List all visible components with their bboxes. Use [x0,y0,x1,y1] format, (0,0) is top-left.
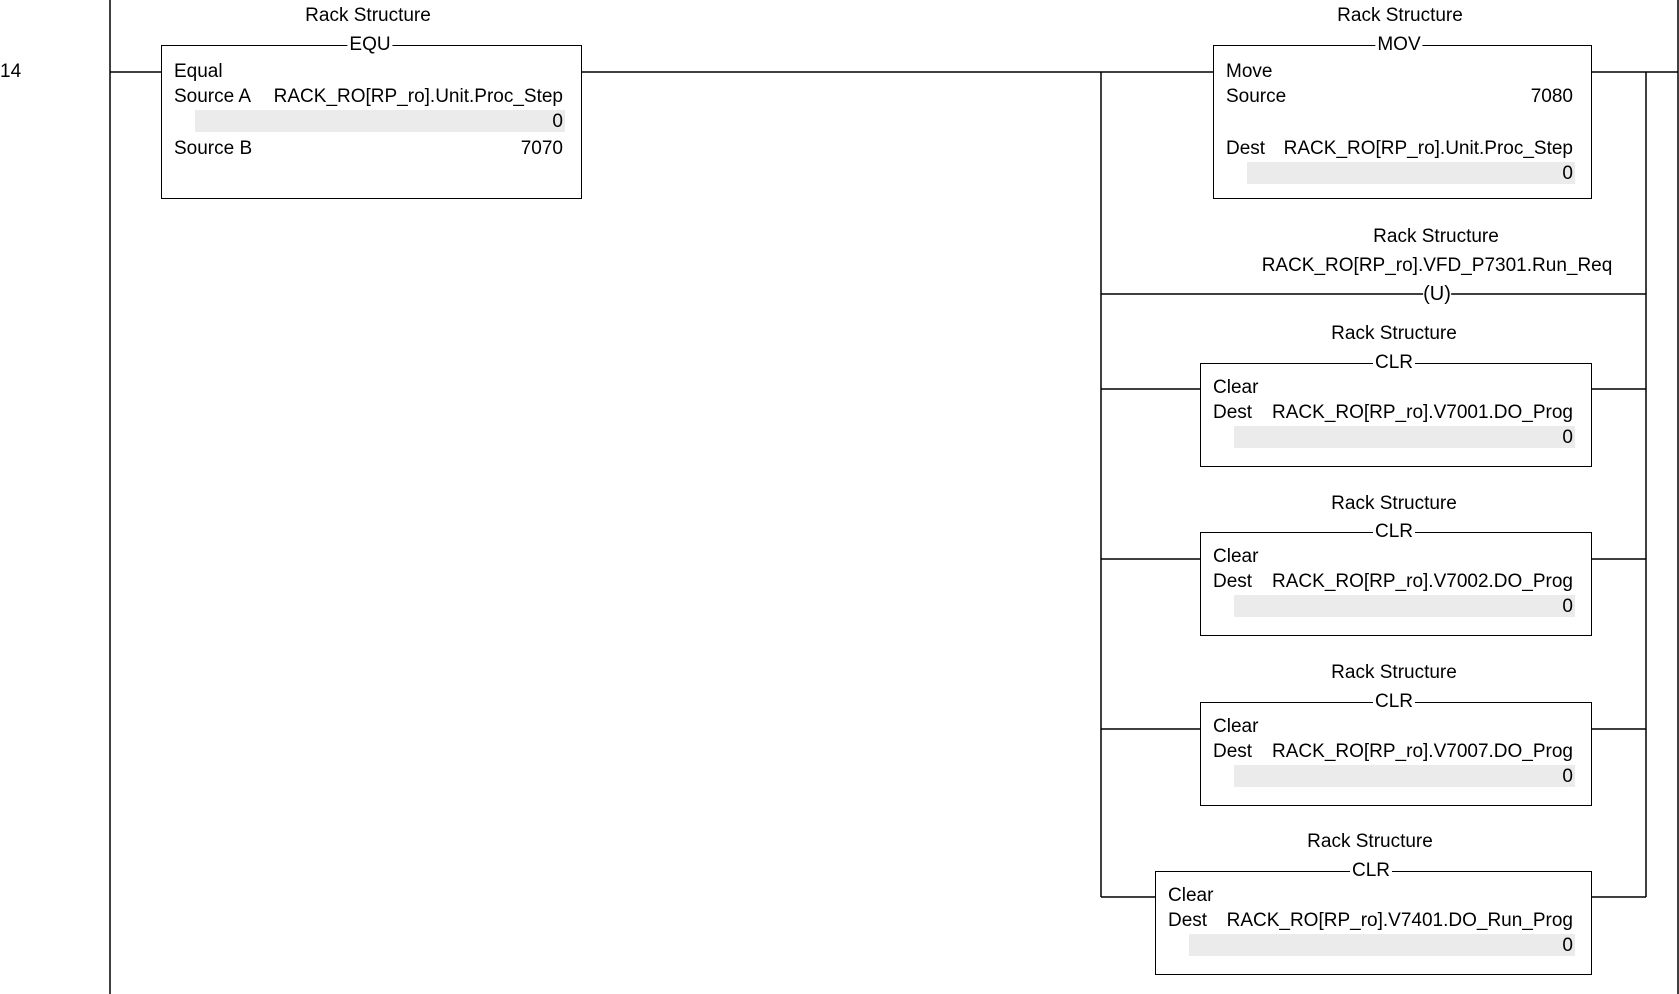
clr4-dest-label: Dest [1168,910,1208,931]
clr3-dest-value: 0 [1562,766,1573,787]
equ-source-b-value[interactable]: 7070 [520,138,563,159]
mov-source-value[interactable]: 7080 [1530,86,1573,107]
mov-dest-value: 0 [1562,163,1573,184]
clr4-description: Rack Structure [1307,831,1433,852]
clr2-title: Clear [1213,546,1259,567]
clr2-instruction[interactable]: Clear Dest RACK_RO[RP_ro].V7002.DO_Prog … [1200,532,1592,636]
clr3-description: Rack Structure [1331,662,1457,683]
equ-title: Equal [174,61,223,82]
equ-source-a-tag[interactable]: RACK_RO[RP_ro].Unit.Proc_Step [273,86,563,107]
equ-source-a-value: 0 [552,111,563,132]
mov-instruction[interactable]: Move Source 7080 Dest RACK_RO[RP_ro].Uni… [1213,45,1592,199]
clr1-title: Clear [1213,377,1259,398]
clr3-dest-tag[interactable]: RACK_RO[RP_ro].V7007.DO_Prog [1272,741,1573,762]
clr2-dest-label: Dest [1213,571,1253,592]
clr2-dest-value: 0 [1562,596,1573,617]
clr3-dest-value-field [1234,765,1575,787]
mov-title: Move [1226,61,1273,82]
clr4-dest-value-field [1189,934,1575,956]
clr2-dest-tag[interactable]: RACK_RO[RP_ro].V7002.DO_Prog [1272,571,1573,592]
equ-source-b-label: Source B [174,138,253,159]
mov-mnemonic: MOV [1375,34,1423,55]
unlatch-description: Rack Structure [1373,226,1499,247]
rung-number[interactable]: 14 [0,61,22,82]
mov-source-label: Source [1226,86,1287,107]
mov-dest-label: Dest [1226,138,1266,159]
clr4-title: Clear [1168,885,1214,906]
clr3-title: Clear [1213,716,1259,737]
equ-instruction[interactable]: Equal Source A RACK_RO[RP_ro].Unit.Proc_… [161,45,582,199]
clr2-description: Rack Structure [1331,493,1457,514]
unlatch-tag[interactable]: RACK_RO[RP_ro].VFD_P7301.Run_Req [1261,255,1613,276]
clr3-dest-label: Dest [1213,741,1253,762]
clr2-dest-value-field [1234,595,1575,617]
clr2-mnemonic: CLR [1372,521,1416,542]
mov-dest-value-field [1247,162,1575,184]
clr1-description: Rack Structure [1331,323,1457,344]
unlatch-coil-icon[interactable]: (U) [1423,283,1451,305]
equ-mnemonic: EQU [347,34,393,55]
equ-source-a-value-field [195,110,565,132]
clr3-instruction[interactable]: Clear Dest RACK_RO[RP_ro].V7007.DO_Prog … [1200,702,1592,806]
clr1-dest-value: 0 [1562,427,1573,448]
clr1-dest-value-field [1234,426,1575,448]
clr1-dest-label: Dest [1213,402,1253,423]
clr4-mnemonic: CLR [1349,860,1393,881]
clr1-instruction[interactable]: Clear Dest RACK_RO[RP_ro].V7001.DO_Prog … [1200,363,1592,467]
clr4-dest-value: 0 [1562,935,1573,956]
equ-description: Rack Structure [305,5,431,26]
mov-dest-tag[interactable]: RACK_RO[RP_ro].Unit.Proc_Step [1283,138,1573,159]
clr1-dest-tag[interactable]: RACK_RO[RP_ro].V7001.DO_Prog [1272,402,1573,423]
clr3-mnemonic: CLR [1372,691,1416,712]
clr4-instruction[interactable]: Clear Dest RACK_RO[RP_ro].V7401.DO_Run_P… [1155,871,1592,975]
equ-source-a-label: Source A [174,86,252,107]
clr1-mnemonic: CLR [1372,352,1416,373]
mov-description: Rack Structure [1337,5,1463,26]
clr4-dest-tag[interactable]: RACK_RO[RP_ro].V7401.DO_Run_Prog [1226,910,1573,931]
